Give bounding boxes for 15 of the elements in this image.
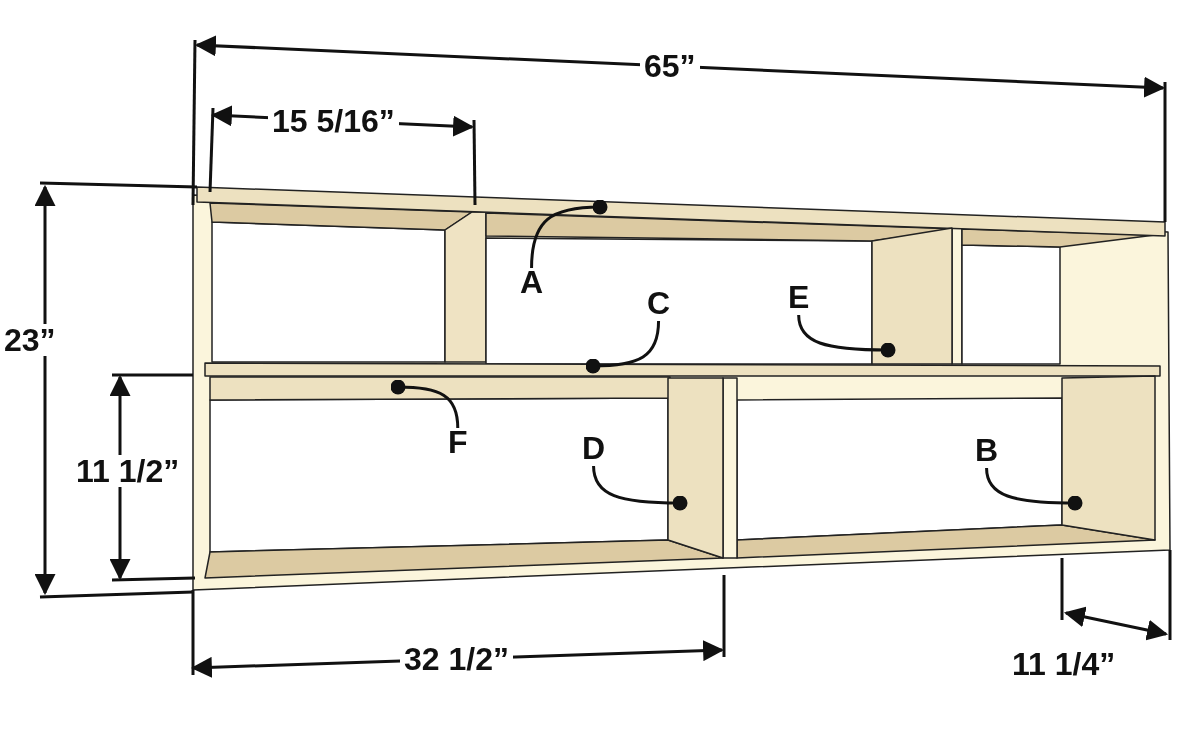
shelf-lip [209,376,671,401]
leader-line [530,199,608,269]
callout-letter: E [788,281,810,313]
leader-line [585,320,661,374]
side-panel [1061,375,1156,541]
callout-letter: D [582,432,606,464]
leader-line [390,379,460,429]
callout-letter: A [520,266,544,298]
top-panel [196,186,1166,237]
callout-letter: B [975,434,999,466]
leader-line [985,467,1083,511]
callout-letter: F [448,426,468,458]
leader-line [592,465,688,511]
leader-line [797,314,896,358]
callout-letter: C [647,287,671,319]
